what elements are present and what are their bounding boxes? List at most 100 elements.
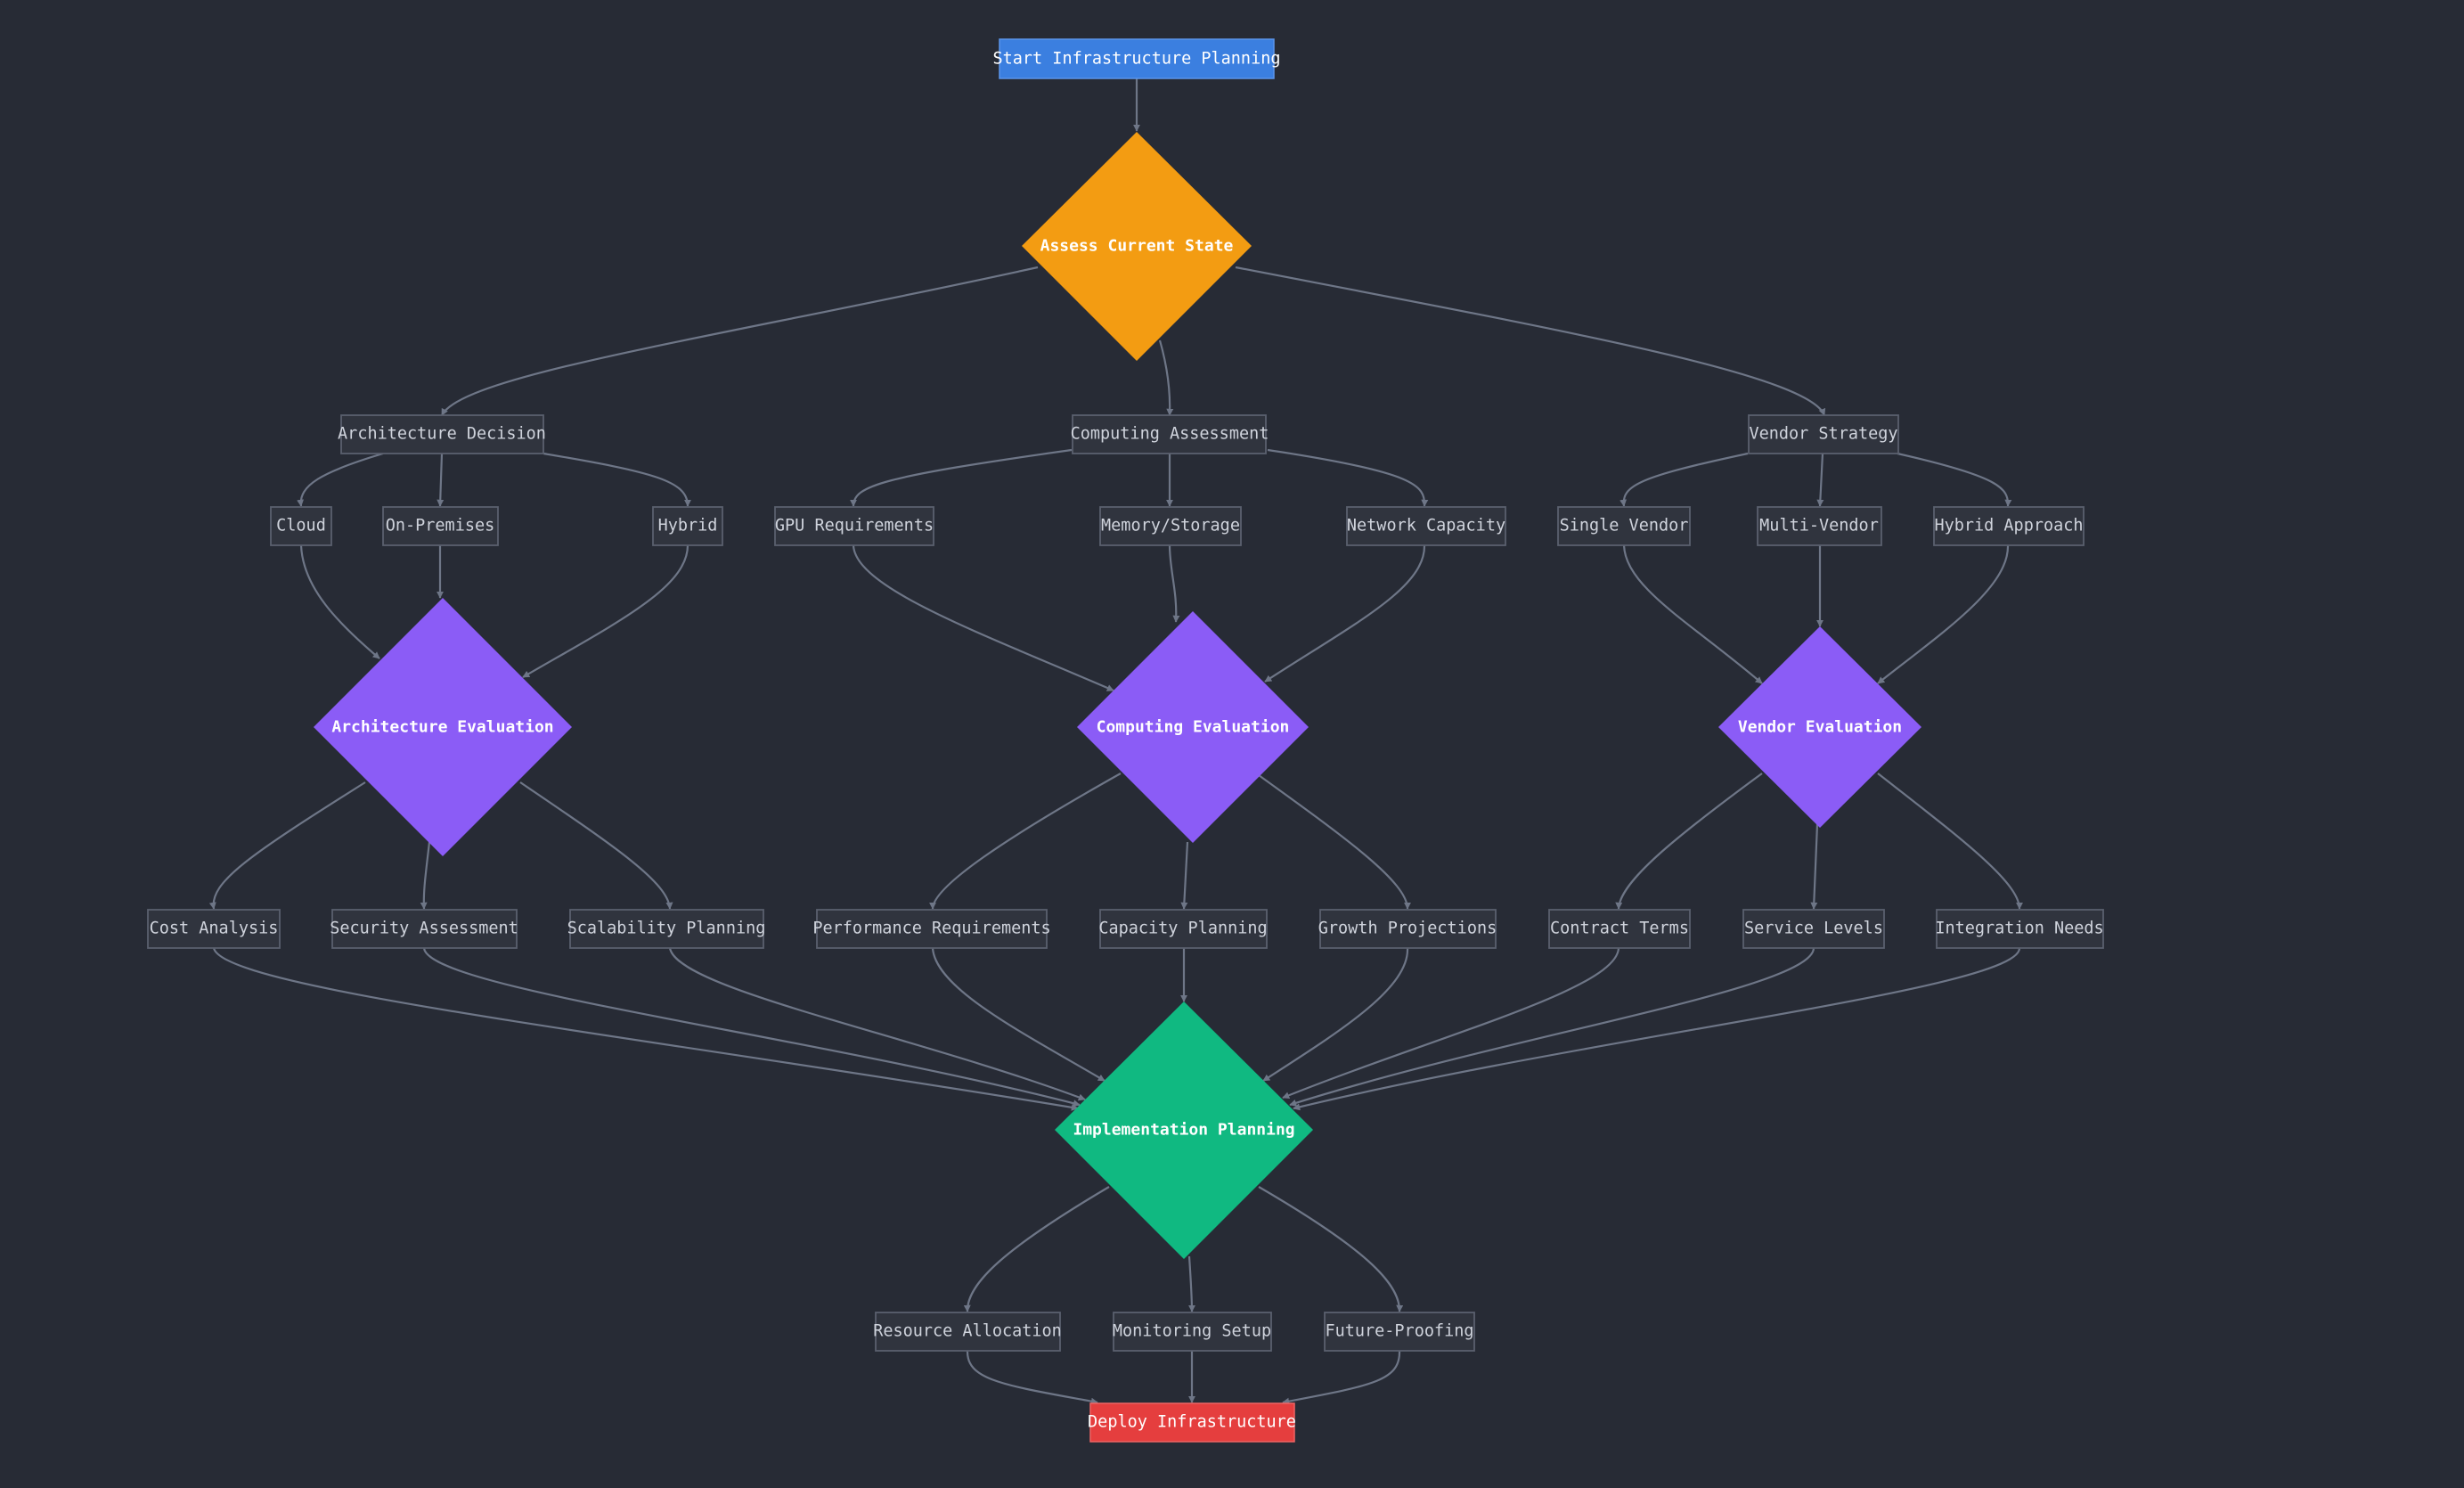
gpu-requirements-label: GPU Requirements <box>775 517 934 536</box>
network-capacity-node[interactable]: Network Capacity <box>1346 506 1506 546</box>
future-proofing-label: Future-Proofing <box>1325 1322 1473 1341</box>
gpu-requirements-node[interactable]: GPU Requirements <box>774 506 934 546</box>
edge-arch-cloud <box>297 452 384 507</box>
resource-allocation-node[interactable]: Resource Allocation <box>873 1312 1062 1352</box>
edge-vendor-multi <box>1816 453 1824 507</box>
monitoring-setup-node[interactable]: Monitoring Setup <box>1113 1312 1272 1352</box>
edge-vendor-single <box>1620 452 1749 507</box>
scalability-planning-node[interactable]: Scalability Planning <box>567 909 766 949</box>
hybrid-approach-label: Hybrid Approach <box>1934 517 2083 536</box>
edge-comp-gpu <box>850 448 1073 507</box>
integration-needs-node[interactable]: Integration Needs <box>1935 909 2104 949</box>
edges <box>208 78 2023 1405</box>
edge-comp-eval-capacity <box>1180 841 1189 910</box>
cost-analysis-label: Cost Analysis <box>150 920 279 938</box>
service-levels-label: Service Levels <box>1744 920 1883 938</box>
edge-service-impl <box>1289 947 1815 1107</box>
performance-requirements-node[interactable]: Performance Requirements <box>812 909 1051 949</box>
edge-growth-impl <box>1262 947 1409 1082</box>
edge-comp-network <box>1267 448 1429 507</box>
nodes: Start Infrastructure Planning Assess Cur… <box>147 38 2104 1443</box>
edge-single-vendor-eval <box>1622 544 1763 684</box>
computing-evaluation-label: Computing Evaluation <box>1097 718 1290 737</box>
edge-vendor-eval-service <box>1810 823 1819 910</box>
edge-comp-eval-growth <box>1258 774 1411 910</box>
edge-cloud-arch-eval <box>299 544 380 659</box>
edge-arch-eval-cost <box>208 781 366 910</box>
growth-projections-node[interactable]: Growth Projections <box>1318 909 1497 949</box>
architecture-evaluation-node[interactable]: Architecture Evaluation <box>314 598 572 856</box>
edge-vendor-eval-integration <box>1877 773 2023 910</box>
architecture-evaluation-label: Architecture Evaluation <box>331 718 553 737</box>
cloud-node[interactable]: Cloud <box>270 506 332 546</box>
memory-storage-node[interactable]: Memory/Storage <box>1099 506 1242 546</box>
service-levels-node[interactable]: Service Levels <box>1742 909 1885 949</box>
performance-requirements-label: Performance Requirements <box>812 920 1050 938</box>
edge-performance-impl <box>931 947 1106 1082</box>
security-assessment-label: Security Assessment <box>330 920 518 938</box>
memory-storage-label: Memory/Storage <box>1101 517 1240 536</box>
single-vendor-node[interactable]: Single Vendor <box>1557 506 1691 546</box>
monitoring-setup-label: Monitoring Setup <box>1113 1322 1271 1341</box>
cloud-label: Cloud <box>276 517 326 536</box>
future-proofing-node[interactable]: Future-Proofing <box>1324 1312 1475 1352</box>
security-assessment-node[interactable]: Security Assessment <box>330 909 518 949</box>
on-premises-node[interactable]: On-Premises <box>382 506 499 546</box>
vendor-evaluation-label: Vendor Evaluation <box>1738 718 1902 737</box>
edge-assess-vendor-strategy <box>1235 266 1826 416</box>
computing-evaluation-node[interactable]: Computing Evaluation <box>1077 611 1309 843</box>
hybrid-node[interactable]: Hybrid <box>652 506 723 546</box>
edge-memory-comp-eval <box>1168 544 1180 623</box>
contract-terms-node[interactable]: Contract Terms <box>1548 909 1691 949</box>
edge-arch-onprem <box>437 453 445 507</box>
single-vendor-label: Single Vendor <box>1560 517 1689 536</box>
architecture-decision-label: Architecture Decision <box>338 425 546 444</box>
assess-decision-label: Assess Current State <box>1040 237 1234 256</box>
growth-projections-label: Growth Projections <box>1318 920 1497 938</box>
start-node-label: Start Infrastructure Planning <box>992 50 1280 69</box>
capacity-planning-node[interactable]: Capacity Planning <box>1098 909 1268 949</box>
multi-vendor-node[interactable]: Multi-Vendor <box>1757 506 1882 546</box>
edge-arch-eval-scalability <box>519 781 673 910</box>
computing-assessment-node[interactable]: Computing Assessment <box>1071 414 1269 454</box>
edge-impl-monitoring <box>1187 1255 1195 1312</box>
edge-integration-impl <box>1293 947 2021 1111</box>
edge-contract-impl <box>1282 947 1620 1100</box>
edge-gpu-comp-eval <box>852 544 1114 692</box>
edge-arch-eval-security <box>420 841 431 910</box>
vendor-strategy-label: Vendor Strategy <box>1749 425 1897 444</box>
edge-network-comp-eval <box>1264 544 1426 683</box>
architecture-decision-node[interactable]: Architecture Decision <box>338 414 546 454</box>
edge-vendor-hybrid-approach <box>1897 452 2012 507</box>
scalability-planning-label: Scalability Planning <box>567 920 766 938</box>
deploy-node[interactable]: Deploy Infrastructure <box>1088 1402 1296 1443</box>
assess-decision-node[interactable]: Assess Current State <box>1022 132 1252 361</box>
edge-assess-architecture-decision <box>441 266 1039 416</box>
edge-resource-deploy <box>966 1350 1098 1405</box>
edge-arch-hybrid <box>543 452 691 507</box>
cost-analysis-node[interactable]: Cost Analysis <box>147 909 281 949</box>
implementation-planning-label: Implementation Planning <box>1073 1121 1294 1140</box>
edge-scalability-impl <box>668 947 1086 1101</box>
vendor-strategy-node[interactable]: Vendor Strategy <box>1748 414 1899 454</box>
multi-vendor-label: Multi-Vendor <box>1759 517 1879 536</box>
hybrid-approach-node[interactable]: Hybrid Approach <box>1933 506 2085 546</box>
network-capacity-label: Network Capacity <box>1347 517 1505 536</box>
edge-hybrid-approach-vendor-eval <box>1877 544 2010 684</box>
vendor-evaluation-node[interactable]: Vendor Evaluation <box>1718 626 1921 828</box>
edge-security-impl <box>422 947 1081 1108</box>
edge-impl-future <box>1258 1186 1404 1312</box>
edge-impl-resource <box>963 1186 1110 1312</box>
integration-needs-label: Integration Needs <box>1935 920 2103 938</box>
edge-future-deploy <box>1282 1350 1401 1405</box>
deploy-label: Deploy Infrastructure <box>1088 1413 1296 1432</box>
implementation-planning-node[interactable]: Implementation Planning <box>1055 1002 1313 1259</box>
edge-comp-eval-performance <box>929 773 1122 910</box>
hybrid-label: Hybrid <box>658 517 718 536</box>
resource-allocation-label: Resource Allocation <box>873 1322 1062 1341</box>
start-node[interactable]: Start Infrastructure Planning <box>992 38 1281 79</box>
capacity-planning-label: Capacity Planning <box>1098 920 1267 938</box>
edge-assess-computing-assessment <box>1158 339 1174 416</box>
edge-vendor-eval-contract <box>1615 773 1763 910</box>
